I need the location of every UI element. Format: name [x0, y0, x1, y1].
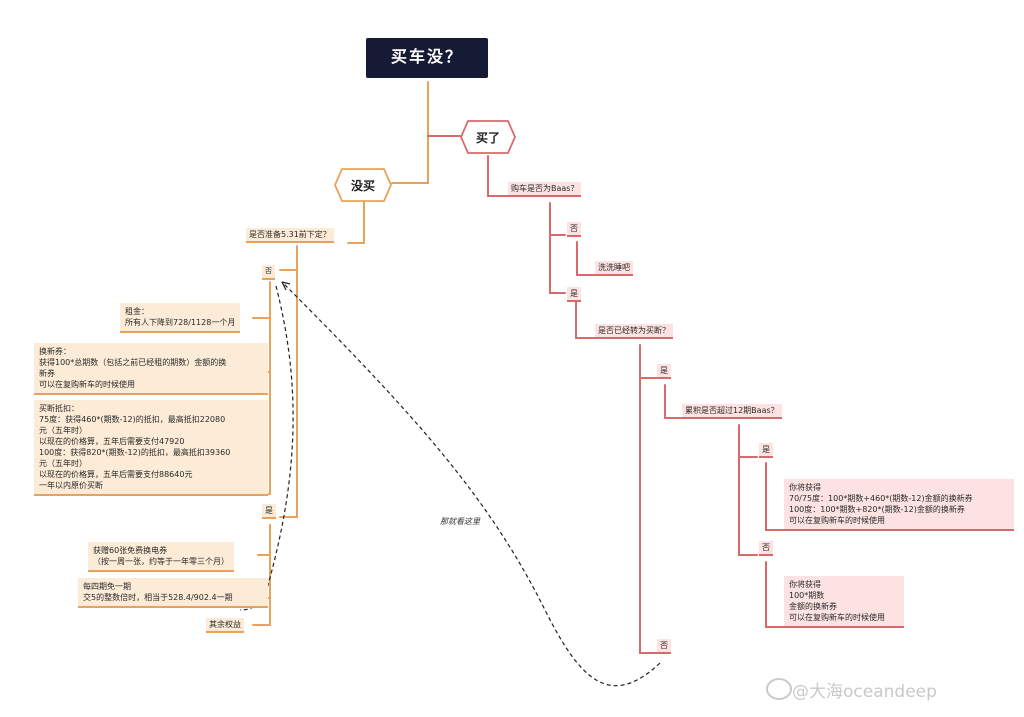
node-deposit-question: 是否准备5.31前下定？ [246, 228, 334, 243]
node-result-under12: 你将获得 100*期数 金额的换新券 可以在复购新车的时候使用 [784, 576, 904, 628]
node-no: 否 [759, 541, 773, 556]
node-no: 否 [567, 222, 581, 237]
branch-bought-label: 买了 [475, 130, 500, 145]
root-title: 买车没？ [366, 38, 488, 78]
weibo-icon [766, 678, 792, 700]
node-fourth-free: 每四期免一期 交5的整数倍时，相当于528.4/902.4一期 [78, 578, 268, 608]
node-baas-question: 购车是否为Baas？ [508, 182, 582, 197]
node-swap-coupons: 获赠60张免费换电券 （按一周一张，约等于一年零三个月） [88, 542, 234, 572]
branch-not-bought: 没买 [334, 168, 392, 202]
branch-bought: 买了 [460, 120, 516, 154]
annotation-look-here: 那就看这里 [440, 517, 480, 526]
node-buyout-question: 是否已经转为买断？ [595, 324, 673, 339]
watermark: @大海oceandeep [792, 682, 937, 702]
node-over12-question: 累积是否超过12期Baas？ [682, 404, 782, 419]
node-buyout: 买断抵扣： 75度：获得460*(期数-12)的抵扣，最高抵扣22080 元（五… [34, 400, 268, 496]
node-no: 否 [657, 639, 671, 654]
node-rent: 租金： 所有人下降到728/1128一个月 [120, 303, 241, 333]
node-yes: 是 [657, 364, 671, 379]
node-voucher: 换新券： 获得100*总期数（包括之前已经租的期数）金额的换 新券 可以在复购新… [34, 343, 268, 395]
node-no: 否 [262, 265, 275, 280]
node-result-over12: 你将获得 70/75度：100*期数+460*(期数-12)金额的换新券 100… [784, 479, 1014, 531]
branch-not-bought-label: 没买 [350, 178, 375, 193]
node-yes: 是 [262, 504, 276, 519]
node-other-rights: 其余权益 [206, 618, 244, 633]
node-sleep: 洗洗睡吧 [595, 261, 633, 276]
node-yes: 是 [567, 287, 581, 302]
node-yes: 是 [759, 443, 773, 458]
